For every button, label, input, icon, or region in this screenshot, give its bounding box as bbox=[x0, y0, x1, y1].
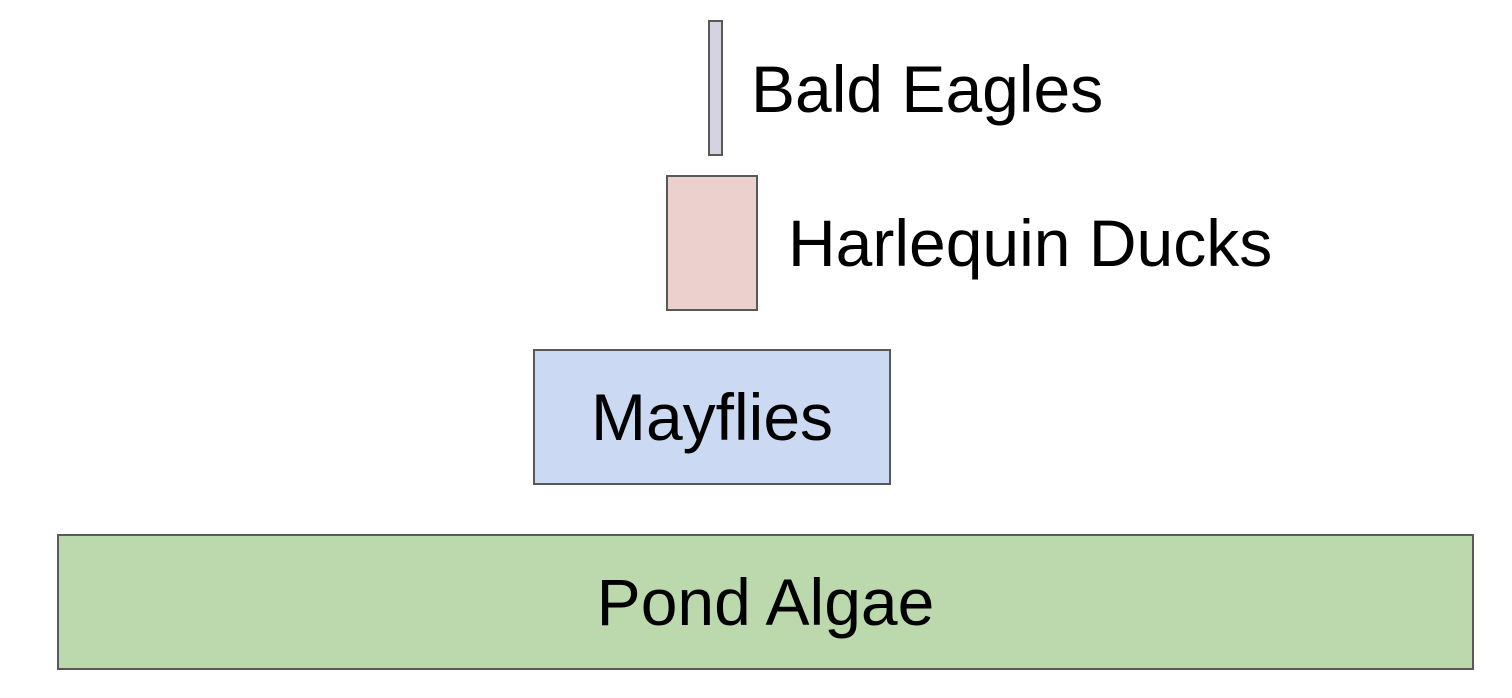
harlequin-ducks-bar bbox=[666, 175, 758, 311]
pond-algae-label: Pond Algae bbox=[596, 565, 935, 639]
bald-eagles-bar bbox=[708, 20, 723, 156]
mayflies-bar: Mayflies bbox=[533, 349, 891, 485]
harlequin-ducks-label: Harlequin Ducks bbox=[788, 206, 1273, 280]
bald-eagles-label: Bald Eagles bbox=[751, 52, 1104, 126]
pond-algae-bar: Pond Algae bbox=[57, 534, 1474, 670]
mayflies-label: Mayflies bbox=[590, 380, 834, 454]
